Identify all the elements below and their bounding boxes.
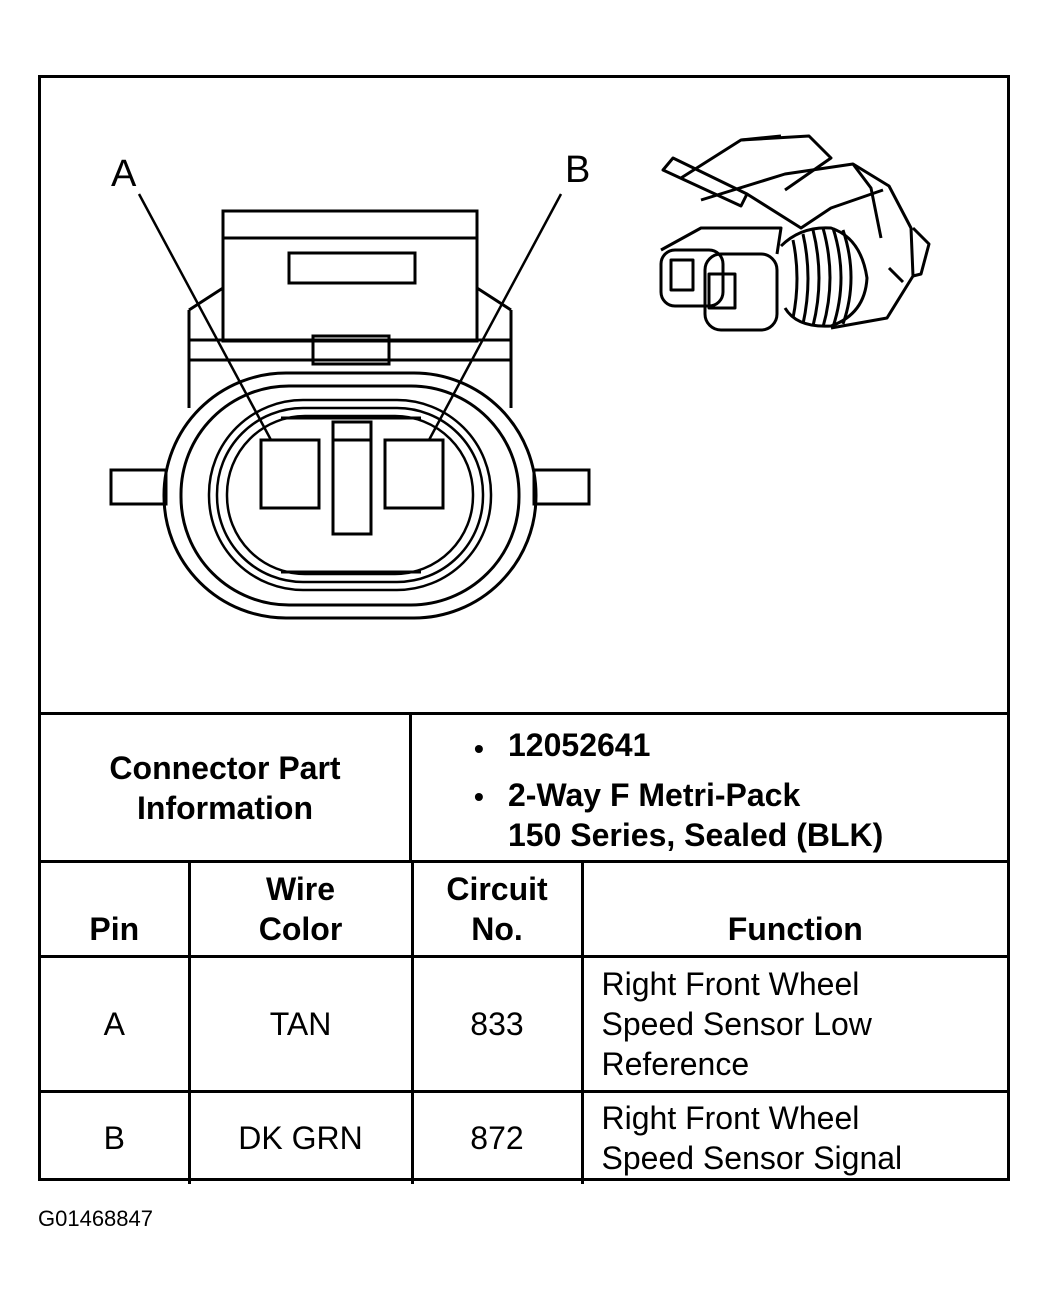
cell-wire-color: DK GRN bbox=[187, 1090, 414, 1184]
cell-function: Right Front Wheel Speed Sensor Low Refer… bbox=[580, 955, 1007, 1093]
side-tab-left bbox=[109, 468, 168, 506]
cell-wire-color: TAN bbox=[187, 955, 414, 1093]
table-row: B DK GRN 872 Right Front Wheel Speed Sen… bbox=[41, 1090, 1007, 1184]
header-pin: Pin bbox=[41, 860, 191, 958]
terminal-a bbox=[259, 438, 321, 510]
table-row: A TAN 833 Right Front Wheel Speed Sensor… bbox=[41, 955, 1007, 1093]
connector-3d-illustration bbox=[659, 134, 931, 332]
header-wire-color: Wire Color bbox=[187, 860, 414, 958]
pin-label-b: B bbox=[565, 149, 590, 191]
table-header-row: Pin Wire Color Circuit No. Function bbox=[41, 860, 1007, 958]
connector-part-info-value: • 12052641 • 2-Way F Metri-Pack 150 Seri… bbox=[412, 715, 1007, 860]
header-circuit-no: Circuit No. bbox=[410, 860, 584, 958]
leader-line-a bbox=[137, 193, 273, 441]
connector-body bbox=[162, 371, 538, 620]
part-number: 12052641 bbox=[508, 727, 651, 763]
latch-window bbox=[287, 251, 417, 285]
cell-circuit: 872 bbox=[410, 1090, 584, 1184]
cell-circuit: 833 bbox=[410, 955, 584, 1093]
figure-id: G01468847 bbox=[38, 1206, 153, 1231]
latch-housing bbox=[221, 209, 479, 343]
connector-diagram: A B bbox=[109, 134, 931, 620]
bullet: • bbox=[474, 733, 484, 764]
bullet: • bbox=[474, 781, 484, 812]
connector-part-info-label: Connector Part Information bbox=[41, 715, 412, 860]
side-tab-right bbox=[532, 468, 591, 506]
connector-part-info: Connector Part Information • 12052641 • … bbox=[41, 712, 1007, 860]
leader-line-b bbox=[427, 193, 563, 441]
connector-description-line1: 2-Way F Metri-Pack bbox=[508, 777, 801, 813]
center-key bbox=[331, 420, 373, 536]
cell-pin: B bbox=[41, 1090, 191, 1184]
header-function: Function bbox=[580, 860, 1007, 958]
pin-label-a: A bbox=[111, 153, 137, 195]
connector-figure-frame: A B bbox=[38, 75, 1010, 1184]
cell-function: Right Front Wheel Speed Sensor Signal bbox=[580, 1090, 1007, 1184]
connector-description-line2: 150 Series, Sealed (BLK) bbox=[508, 817, 884, 853]
cell-pin: A bbox=[41, 955, 191, 1093]
pinout-table: Pin Wire Color Circuit No. Function A TA… bbox=[41, 860, 1007, 1184]
terminal-b bbox=[383, 438, 445, 510]
